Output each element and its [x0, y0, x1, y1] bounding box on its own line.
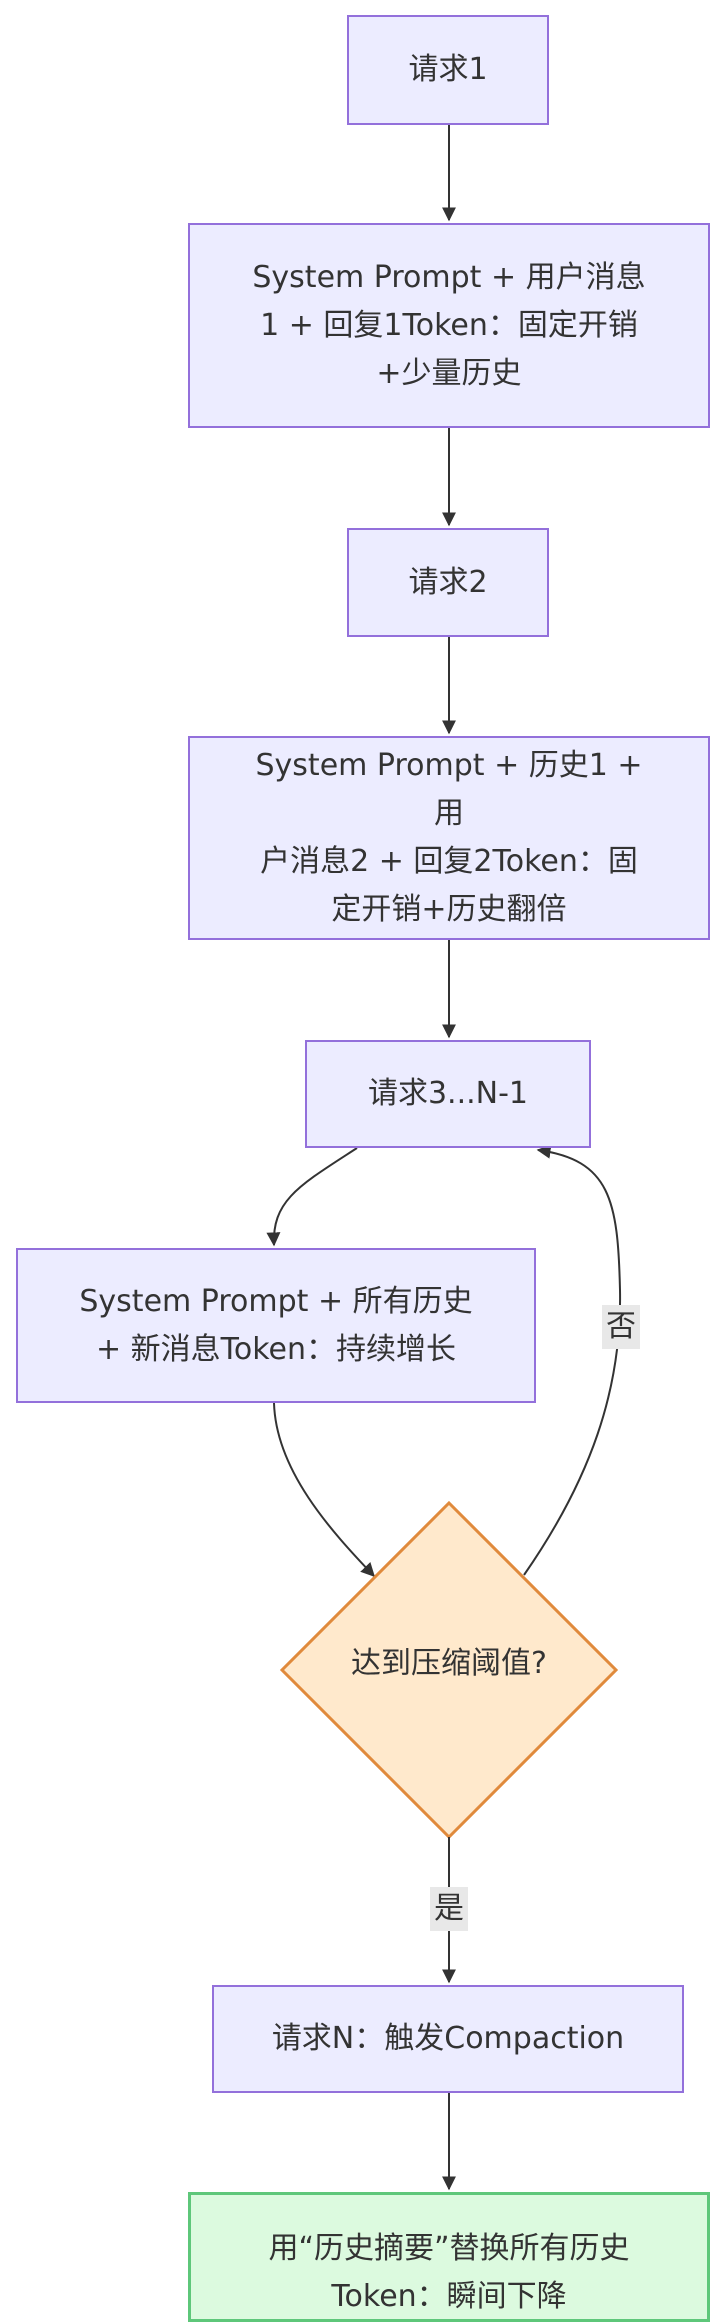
edge-step3-to-decision — [273, 1402, 375, 1578]
node-final-text: 用“历史摘要”替换所有历史 Token：瞬间下降 — [268, 2225, 629, 2321]
node-step-2-line-2: 户消息2 + 回复2Token：固 — [260, 844, 638, 879]
node-request-3-n1-label: 请求3...N-1 — [367, 1076, 529, 1111]
node-request-3-n1: 请求3...N-1 — [305, 1040, 591, 1148]
node-request-1: 请求1 — [347, 15, 549, 125]
node-final: 用“历史摘要”替换所有历史 Token：瞬间下降 — [188, 2192, 710, 2322]
edge-label-yes: 是 — [430, 1887, 468, 1931]
edge-label-no: 否 — [602, 1305, 640, 1349]
node-step-3-line-1: System Prompt + 所有历史 — [79, 1283, 473, 1319]
node-step-3-line-2: + 新消息Token：持续增长 — [95, 1331, 457, 1367]
node-step-1-text: System Prompt + 用户消息 1 + 回复1Token：固定开销 +… — [252, 254, 645, 398]
node-request-2: 请求2 — [347, 528, 549, 637]
node-request-1-label: 请求1 — [408, 52, 488, 87]
node-step-2-line-1: System Prompt + 历史1 + 用 — [255, 748, 643, 831]
edge-request3-to-step3 — [266, 1147, 358, 1247]
node-step-2-line-3: 定开销+历史翻倍 — [331, 892, 567, 927]
node-request-n: 请求N：触发Compaction — [212, 1985, 684, 2093]
node-step-1: System Prompt + 用户消息 1 + 回复1Token：固定开销 +… — [188, 223, 710, 428]
node-final-line-2: Token：瞬间下降 — [331, 2279, 567, 2314]
node-step-1-line-3: +少量历史 — [376, 355, 522, 391]
node-step-1-line-1: System Prompt + 用户消息 — [252, 259, 646, 295]
node-request-n-label: 请求N：触发Compaction — [271, 2021, 625, 2056]
edge-decision-to-request3-no — [523, 1144, 622, 1576]
decision-label: 达到压缩阈值? — [351, 1646, 547, 1681]
node-step-3-text: System Prompt + 所有历史 + 新消息Token：持续增长 — [79, 1278, 472, 1374]
node-request-2-label: 请求2 — [408, 564, 488, 600]
node-final-line-1: 用“历史摘要”替换所有历史 — [268, 2231, 630, 2266]
node-step-2-text: System Prompt + 历史1 + 用 户消息2 + 回复2Token：… — [246, 742, 652, 934]
node-step-3: System Prompt + 所有历史 + 新消息Token：持续增长 — [16, 1248, 536, 1403]
node-step-1-line-2: 1 + 回复1Token：固定开销 — [260, 307, 638, 343]
node-step-2: System Prompt + 历史1 + 用 户消息2 + 回复2Token：… — [188, 736, 710, 940]
